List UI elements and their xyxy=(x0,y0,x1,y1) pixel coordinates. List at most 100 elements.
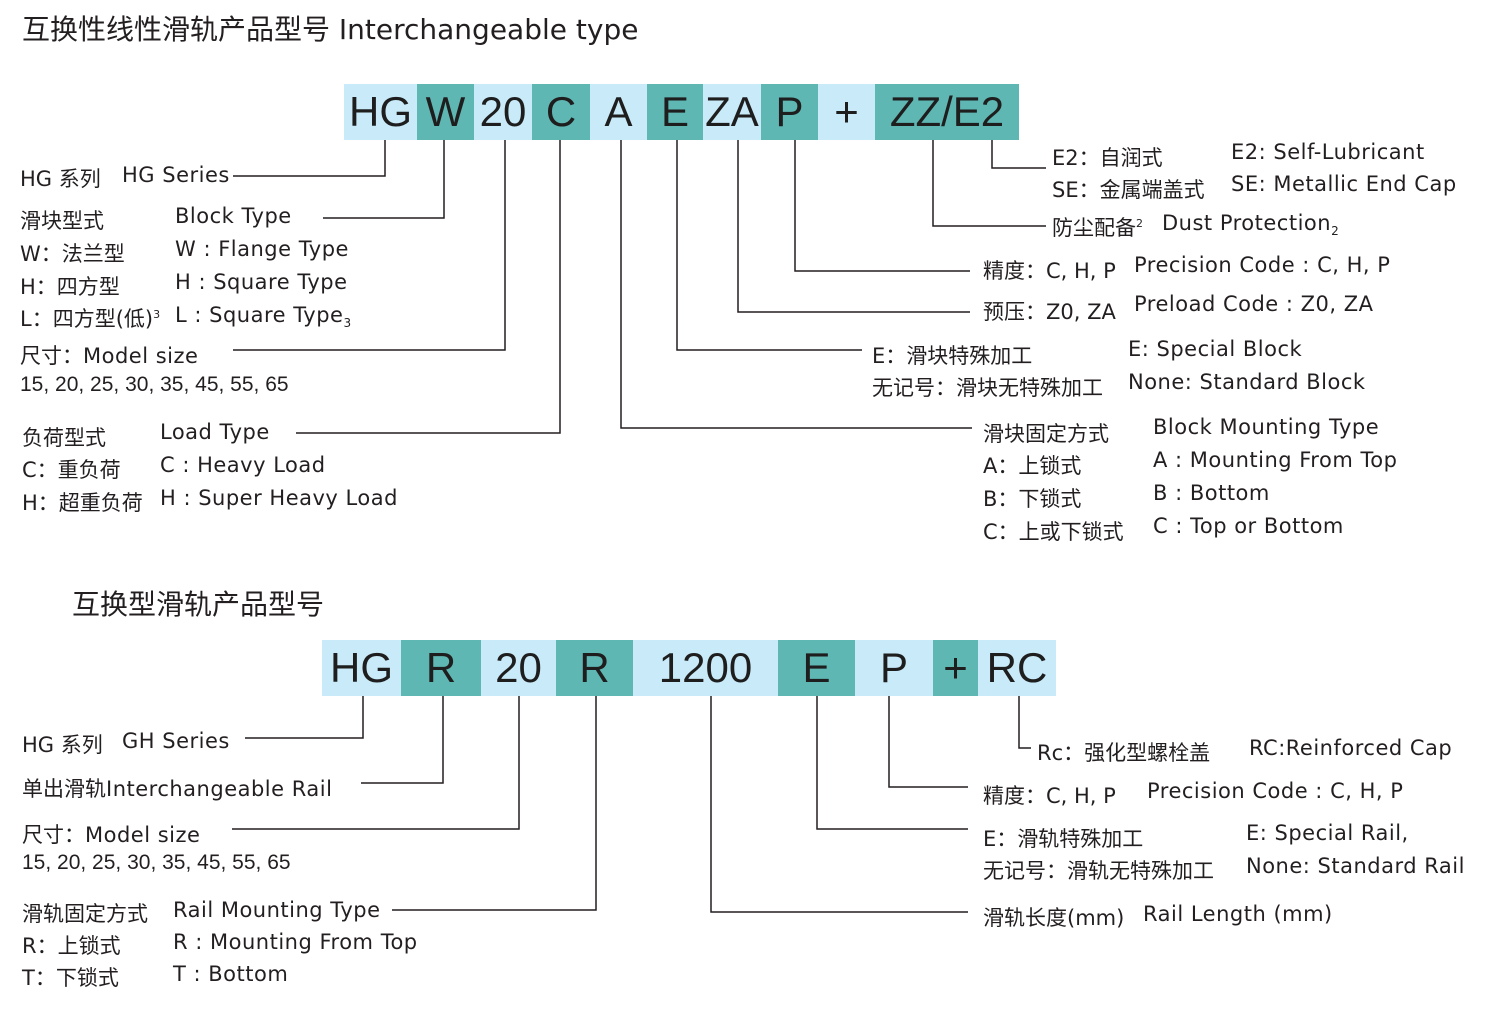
code-segment-rail-mount: R xyxy=(556,640,633,696)
model-size-2-values: 15, 20, 25, 30, 35, 45, 55, 65 xyxy=(22,851,291,874)
leader-cap xyxy=(1018,695,1031,749)
special-2-e-cn: E：滑轨特殊加工 xyxy=(983,827,1144,851)
mounting-a-en: A : Mounting From Top xyxy=(1153,448,1398,472)
code-segment-special: E xyxy=(647,84,703,140)
mounting-cn: 滑块固定方式 xyxy=(983,422,1109,446)
hg-series-2-en: GH Series xyxy=(122,729,230,753)
rail-mount-t-cn: T：下锁式 xyxy=(22,966,119,990)
section2-title: 互换型滑轨产品型号 xyxy=(72,588,325,621)
precision-en: Precision Code : C, H, P xyxy=(1134,253,1391,277)
section1-title: 互换性线性滑轨产品型号 Interchangeable type xyxy=(22,13,639,46)
precision-2-en: Precision Code : C, H, P xyxy=(1147,779,1404,803)
section1-code-bar: HG W 20 C A E ZA P + ZZ/E2 xyxy=(344,84,1019,140)
load-type-cn: 负荷型式 xyxy=(22,426,106,450)
block-l-en: L : Square Type3 xyxy=(175,303,352,331)
block-type-en: Block Type xyxy=(175,204,292,228)
preload-cn: 预压：Z0, ZA xyxy=(983,300,1116,324)
load-c-en: C : Heavy Load xyxy=(160,453,326,477)
leader-model-size-2 xyxy=(232,695,520,830)
special-none-cn: 无记号：滑块无特殊加工 xyxy=(872,376,1103,400)
code-segment-block-type: W xyxy=(417,84,474,140)
lub-e2-cn: E2：自润式 xyxy=(1052,146,1163,170)
mounting-a-cn: A：上锁式 xyxy=(983,454,1082,478)
load-h-cn: H：超重负荷 xyxy=(22,491,143,515)
special-2-e-en: E: Special Rail, xyxy=(1246,821,1409,845)
special-e-cn: E：滑块特殊加工 xyxy=(872,344,1033,368)
mounting-b-en: B : Bottom xyxy=(1153,481,1270,505)
precision-cn: 精度：C, H, P xyxy=(983,259,1116,283)
dust-en: Dust Protection2 xyxy=(1162,211,1340,239)
rail-mount-en: Rail Mounting Type xyxy=(173,898,381,922)
rail-mount-t-en: T : Bottom xyxy=(173,962,289,986)
mounting-c-en: C : Top or Bottom xyxy=(1153,514,1344,538)
leader-special-2 xyxy=(816,695,968,830)
block-w-en: W : Flange Type xyxy=(175,237,349,261)
special-2-none-en: None: Standard Rail xyxy=(1246,854,1465,878)
leader-dust xyxy=(932,138,1046,227)
leader-preload xyxy=(737,138,970,313)
model-size-label: 尺寸：Model size xyxy=(20,344,199,368)
rail-mount-cn: 滑轨固定方式 xyxy=(22,902,148,926)
length-en: Rail Length (mm) xyxy=(1143,902,1333,926)
code-segment-dust: ZZ/E2 xyxy=(875,84,1019,140)
code-segment-hg: HG xyxy=(344,84,417,140)
load-h-en: H : Super Heavy Load xyxy=(160,486,398,510)
block-l-cn: L：四方型(低)3 xyxy=(20,307,161,331)
special-none-en: None: Standard Block xyxy=(1128,370,1366,394)
mounting-en: Block Mounting Type xyxy=(1153,415,1380,439)
load-type-en: Load Type xyxy=(160,420,270,444)
rail-label: 单出滑轨Interchangeable Rail xyxy=(22,777,333,801)
section2-code-bar: HG R 20 R 1200 E P + RC xyxy=(322,640,1056,696)
model-size-values: 15, 20, 25, 30, 35, 45, 55, 65 xyxy=(20,373,289,396)
leader-lubricant xyxy=(991,138,1046,169)
special-e-en: E: Special Block xyxy=(1128,337,1303,361)
leader-length xyxy=(710,695,968,913)
leader-hg-series-2 xyxy=(245,695,364,739)
rail-mount-r-en: R : Mounting From Top xyxy=(173,930,418,954)
leader-special xyxy=(676,138,862,351)
code-segment-preload: ZA xyxy=(703,84,761,140)
mounting-c-cn: C：上或下锁式 xyxy=(983,520,1124,544)
code-segment-rail: R xyxy=(401,640,481,696)
lub-e2-en: E2: Self-Lubricant xyxy=(1231,140,1425,164)
code-segment-size: 20 xyxy=(474,84,532,140)
code-segment-precision: P xyxy=(855,640,933,696)
block-h-en: H : Square Type xyxy=(175,270,348,294)
code-segment-cap: RC xyxy=(978,640,1056,696)
cap-en: RC:Reinforced Cap xyxy=(1249,736,1453,760)
code-segment-precision: P xyxy=(761,84,818,140)
code-segment-hg: HG xyxy=(322,640,401,696)
precision-2-cn: 精度：C, H, P xyxy=(983,784,1116,808)
leader-precision-2 xyxy=(888,695,968,788)
leader-rail-mount xyxy=(392,695,597,911)
preload-en: Preload Code : Z0, ZA xyxy=(1134,292,1374,316)
model-size-2-label: 尺寸：Model size xyxy=(22,823,201,847)
special-2-none-cn: 无记号：滑轨无特殊加工 xyxy=(983,859,1214,883)
leader-precision xyxy=(794,138,970,272)
hg-series-cn: HG 系列 xyxy=(20,167,101,191)
lub-se-en: SE: Metallic End Cap xyxy=(1231,172,1457,196)
code-segment-mounting: A xyxy=(590,84,647,140)
code-segment-load-type: C xyxy=(532,84,590,140)
hg-series-2-cn: HG 系列 xyxy=(22,733,103,757)
code-segment-plus: + xyxy=(818,84,875,140)
block-h-cn: H：四方型 xyxy=(20,275,120,299)
length-cn: 滑轨长度(mm) xyxy=(983,906,1125,930)
mounting-b-cn: B：下锁式 xyxy=(983,487,1082,511)
code-segment-length: 1200 xyxy=(633,640,778,696)
cap-cn: Rc：强化型螺栓盖 xyxy=(1037,741,1211,765)
leader-load-type xyxy=(296,138,561,434)
block-w-cn: W：法兰型 xyxy=(20,242,125,266)
dust-cn: 防尘配备2 xyxy=(1052,216,1143,240)
load-c-cn: C：重负荷 xyxy=(22,458,121,482)
block-type-cn: 滑块型式 xyxy=(20,209,104,233)
leader-mounting xyxy=(620,138,972,429)
leader-block-type xyxy=(323,138,445,219)
lub-se-cn: SE：金属端盖式 xyxy=(1052,178,1205,202)
code-segment-special: E xyxy=(778,640,855,696)
leader-rail xyxy=(361,695,444,784)
code-segment-size: 20 xyxy=(481,640,556,696)
leader-model-size xyxy=(233,138,506,351)
rail-mount-r-cn: R：上锁式 xyxy=(22,934,121,958)
